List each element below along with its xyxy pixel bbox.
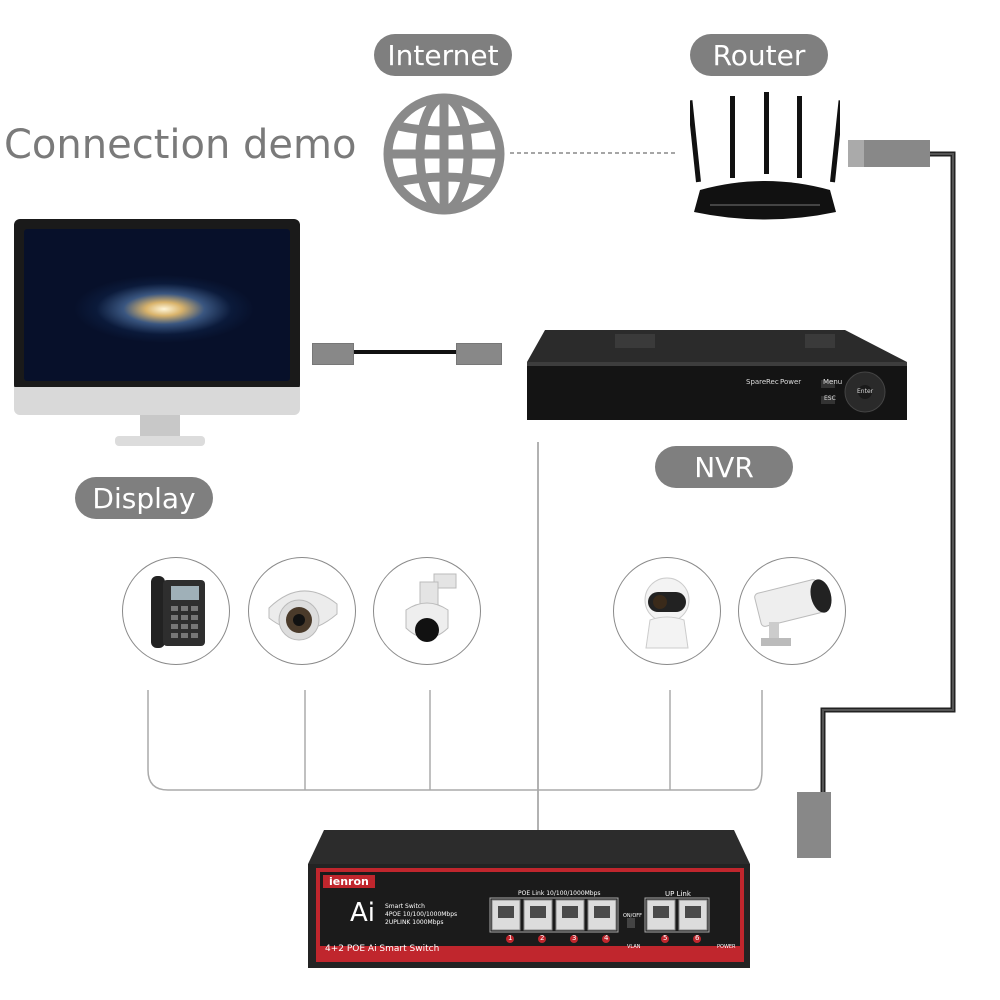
switch-line1: Smart Switch <box>385 903 425 910</box>
monitor-chin <box>14 387 300 415</box>
internet-label: Internet <box>374 34 512 76</box>
nvr-menu-label: Menu <box>823 378 843 386</box>
port-1-label: 1 <box>508 934 513 942</box>
monitor-stand <box>115 436 205 446</box>
switch-line3: 2UPLINK 1000Mbps <box>385 919 444 926</box>
hdmi-plug-left <box>312 343 354 365</box>
globe-icon <box>383 93 505 215</box>
switch-device <box>308 830 750 968</box>
monitor-neck <box>140 415 180 437</box>
bullet-camera-icon <box>754 579 832 646</box>
onoff-label: ON/OFF <box>623 913 643 919</box>
ptz-camera-device <box>373 557 481 665</box>
nvr-device <box>527 330 907 420</box>
nvr-rec-label: Rec <box>766 378 779 386</box>
router-cable <box>820 151 956 792</box>
switch-brand: ienron <box>323 875 375 888</box>
port-3-label: 3 <box>572 934 577 942</box>
dome-camera-device <box>248 557 356 665</box>
hdmi-plug-right <box>456 343 502 365</box>
dome-camera-icon <box>268 590 338 641</box>
ptz-camera-icon <box>405 573 457 642</box>
switch-plug <box>797 792 831 858</box>
router-plug <box>848 140 930 167</box>
display-label: Display <box>75 477 213 519</box>
nvr-label: NVR <box>655 446 793 488</box>
nvr-spare-label: Spare <box>746 378 767 386</box>
diagram-title: Connection demo <box>4 122 357 168</box>
nvr-esc-label: ESC <box>824 395 836 402</box>
ip-phone-device <box>122 557 230 665</box>
power-label: POWER <box>717 944 736 950</box>
router-label: Router <box>690 34 828 76</box>
phone-icon <box>151 576 205 648</box>
nvr-power-label: Power <box>780 378 802 386</box>
nvr-enter-label: Enter <box>857 388 874 395</box>
device-bracket <box>147 690 763 791</box>
poe-header: POE Link 10/100/1000Mbps <box>518 890 601 897</box>
switch-line2: 4POE 10/100/1000Mbps <box>385 911 458 918</box>
switch-logo: Ai <box>350 898 376 928</box>
bullet-camera-device <box>738 557 846 665</box>
port-4-label: 4 <box>604 934 609 942</box>
indoor-camera-device <box>613 557 721 665</box>
port-6-label: 6 <box>695 934 700 942</box>
monitor-screen <box>14 219 300 391</box>
uplink-header: UP Link <box>665 890 691 898</box>
galaxy-wallpaper <box>24 229 290 381</box>
router-icon <box>690 92 840 220</box>
vlan-label: VLAN <box>627 944 641 950</box>
port-2-label: 2 <box>540 934 545 942</box>
port-5-label: 5 <box>663 934 668 942</box>
indoor-camera-icon <box>644 577 690 649</box>
switch-bottom-label: 4+2 POE Ai Smart Switch <box>325 944 440 954</box>
